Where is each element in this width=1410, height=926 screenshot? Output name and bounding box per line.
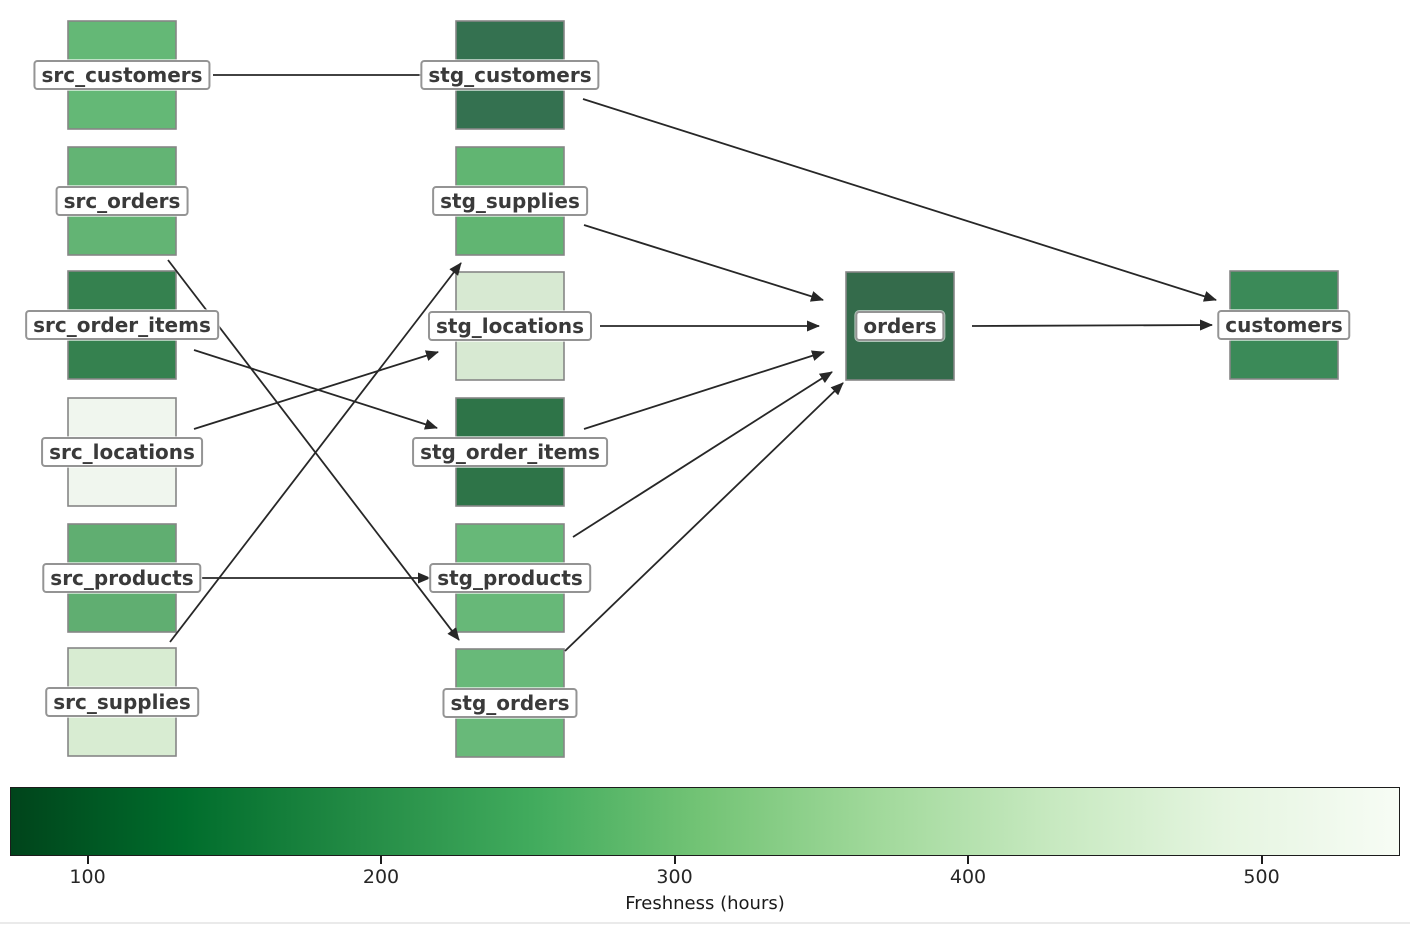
edge-stg_products-to-orders: [572, 371, 833, 538]
colorbar-tickmark-100: [86, 856, 89, 864]
node-stg_supplies: [455, 146, 565, 256]
node-src_orders: [67, 146, 177, 256]
colorbar-axis-label: Freshness (hours): [625, 893, 785, 914]
edge-stg_customers-to-customers: [582, 98, 1217, 302]
colorbar-tick-label-400: 400: [949, 866, 987, 888]
edge-stg_order_items-to-orders: [583, 350, 825, 430]
node-squares: [67, 20, 1339, 758]
edge-src_order_items-to-stg_order_items: [193, 349, 438, 430]
node-src_locations: [67, 397, 177, 507]
edge-orders-to-customers: [971, 319, 1213, 331]
figure-bottom-edge: [0, 922, 1410, 924]
colorbar-tick-label-500: 500: [1243, 866, 1280, 888]
edge-src_locations-to-stg_locations: [193, 350, 439, 430]
node-src_products: [67, 523, 177, 633]
colorbar-tickmark-300: [673, 856, 676, 864]
colorbar-tickmark-200: [379, 856, 382, 864]
node-src_supplies: [67, 647, 177, 757]
node-stg_customers: [455, 20, 565, 130]
colorbar: 100 200 300 400 500 Freshness (hours): [10, 787, 1400, 917]
edge-src_orders-to-stg_orders: [167, 259, 460, 641]
edge-src_supplies-to-stg_supplies: [169, 262, 462, 643]
colorbar-tick-label-300: 300: [656, 866, 693, 888]
node-orders: [845, 271, 955, 381]
node-stg_products: [455, 523, 565, 633]
colorbar-tick-label-100: 100: [69, 866, 106, 888]
edge-arrows: [167, 69, 1217, 652]
colorbar-tickmark-500: [1260, 856, 1263, 864]
node-src_customers: [67, 20, 177, 130]
node-stg_locations: [455, 271, 565, 381]
node-customers: [1229, 270, 1339, 380]
node-stg_orders: [455, 648, 565, 758]
node-src_order_items: [67, 270, 177, 380]
edge-stg_orders-to-orders: [564, 382, 844, 652]
colorbar-gradient: [10, 787, 1400, 856]
edge-stg_supplies-to-orders: [583, 224, 824, 302]
node-stg_order_items: [455, 397, 565, 507]
colorbar-tickmark-400: [966, 856, 969, 864]
colorbar-tick-label-200: 200: [362, 866, 400, 888]
